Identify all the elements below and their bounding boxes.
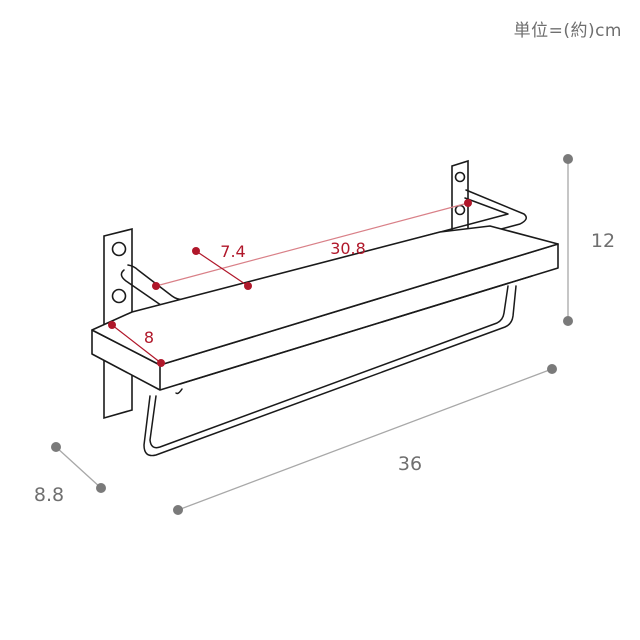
dimension-label-8: 8 <box>144 328 154 347</box>
dimension-point-icon <box>157 359 165 367</box>
dimension-height: 12 <box>563 154 615 326</box>
dimension-point-icon <box>464 199 472 207</box>
mounting-hole-icon <box>111 241 127 257</box>
unit-label: 単位=(約)cm <box>513 21 622 41</box>
towel-bar <box>143 275 533 457</box>
dimension-point-icon <box>108 321 116 329</box>
dimension-point-icon <box>563 316 573 326</box>
dimension-shelf-depth: 8 <box>108 321 165 367</box>
dimension-point-icon <box>51 442 61 452</box>
dimension-label-7-4: 7.4 <box>220 242 245 261</box>
dimension-inner-length: 30.8 <box>152 199 472 290</box>
dimension-point-icon <box>152 282 160 290</box>
shelf-board <box>91 225 559 391</box>
mounting-hole-icon <box>111 288 127 304</box>
dimension-point-icon <box>173 505 183 515</box>
dimension-depth: 8.8 <box>34 442 106 506</box>
dimension-rail-depth: 7.4 <box>192 242 252 290</box>
dimension-point-icon <box>563 154 573 164</box>
dimension-label-30-8: 30.8 <box>330 239 366 258</box>
dimension-label-12: 12 <box>591 230 615 252</box>
dimension-width: 36 <box>173 364 557 515</box>
dimension-point-icon <box>96 483 106 493</box>
dimension-label-36: 36 <box>398 453 422 475</box>
mounting-hole-icon <box>454 171 466 183</box>
dimension-point-icon <box>244 282 252 290</box>
mounting-hole-icon <box>454 204 466 216</box>
dimension-point-icon <box>547 364 557 374</box>
dimension-point-icon <box>192 247 200 255</box>
dimension-label-8-8: 8.8 <box>34 484 64 506</box>
